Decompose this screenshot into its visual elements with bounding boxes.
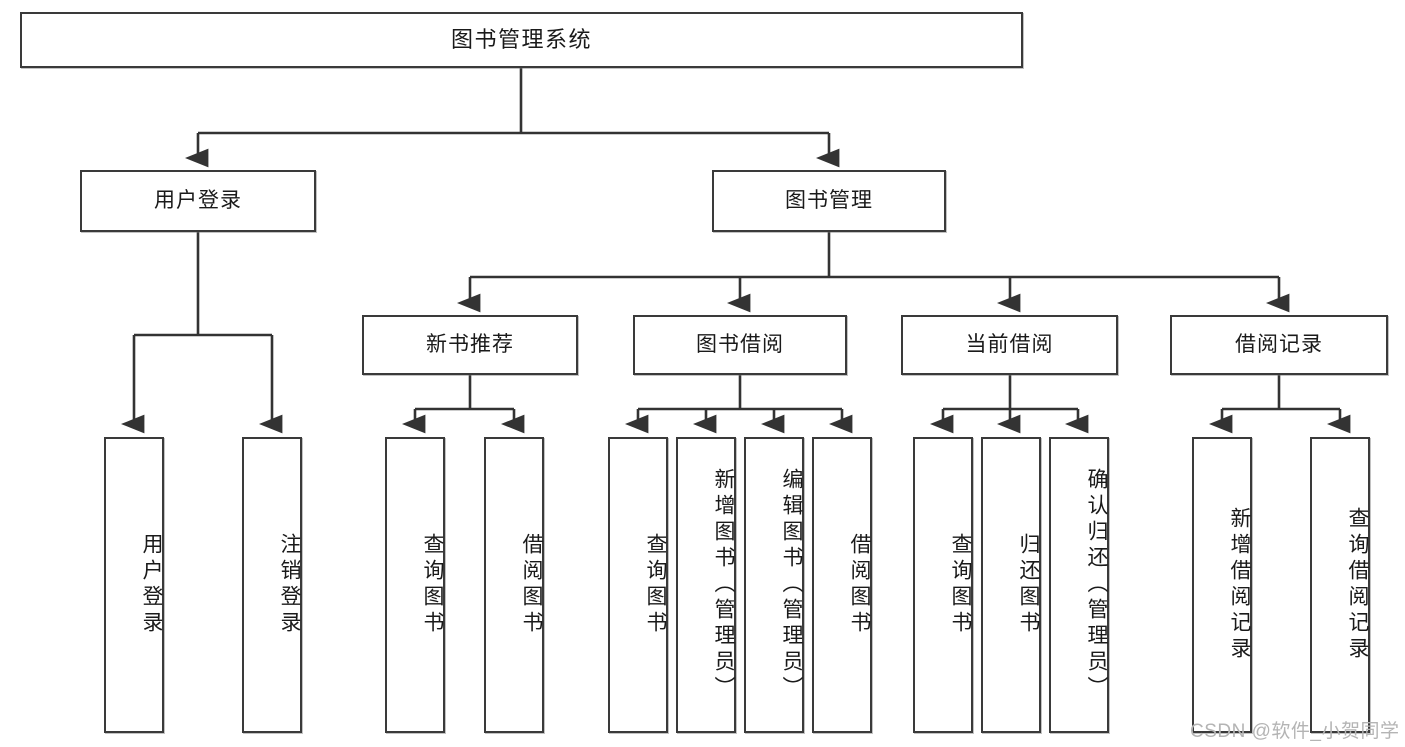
node-label: 当前借阅 [965, 333, 1054, 357]
leaf-borrow-query-book[interactable]: 查询图书 [608, 437, 668, 733]
node-label: 查询图书 [421, 533, 444, 637]
node-new-book-recommend[interactable]: 新书推荐 [362, 315, 578, 375]
leaf-current-confirm-return-admin[interactable]: 确认归还（管理员） [1049, 437, 1109, 733]
leaf-record-add-record[interactable]: 新增借阅记录 [1192, 437, 1252, 733]
node-label: 图书借阅 [696, 333, 784, 357]
leaf-borrow-borrow-book[interactable]: 借阅图书 [812, 437, 872, 733]
leaf-user-login-logout[interactable]: 注销登录 [242, 437, 302, 733]
node-book-borrow[interactable]: 图书借阅 [633, 315, 847, 375]
node-current-borrow[interactable]: 当前借阅 [901, 315, 1118, 375]
node-label: 借阅记录 [1235, 333, 1323, 357]
node-root-system[interactable]: 图书管理系统 [20, 12, 1023, 68]
node-label: 查询图书 [644, 533, 667, 637]
node-label: 用户登录 [154, 189, 242, 213]
node-user-login[interactable]: 用户登录 [80, 170, 316, 232]
node-label: 查询借阅记录 [1346, 507, 1369, 663]
node-label: 确认归还（管理员） [1085, 468, 1108, 702]
node-label: 编辑图书（管理员） [780, 468, 803, 702]
leaf-user-login-login[interactable]: 用户登录 [104, 437, 164, 733]
node-label: 借阅图书 [520, 533, 543, 637]
node-book-management[interactable]: 图书管理 [712, 170, 946, 232]
leaf-current-return-book[interactable]: 归还图书 [981, 437, 1041, 733]
node-borrow-record[interactable]: 借阅记录 [1170, 315, 1388, 375]
node-label: 借阅图书 [848, 533, 871, 637]
node-label: 查询图书 [949, 533, 972, 637]
node-label: 新书推荐 [426, 333, 514, 357]
node-label: 新增图书（管理员） [712, 468, 735, 702]
node-label: 用户登录 [140, 533, 163, 637]
node-label: 图书管理 [785, 189, 873, 213]
watermark-text: CSDN @软件_小贺同学 [1190, 721, 1400, 742]
node-label: 新增借阅记录 [1228, 507, 1251, 663]
leaf-current-query-book[interactable]: 查询图书 [913, 437, 973, 733]
leaf-borrow-edit-book-admin[interactable]: 编辑图书（管理员） [744, 437, 804, 733]
leaf-borrow-add-book-admin[interactable]: 新增图书（管理员） [676, 437, 736, 733]
node-label: 归还图书 [1017, 533, 1040, 637]
leaf-record-query-record[interactable]: 查询借阅记录 [1310, 437, 1370, 733]
leaf-recommend-borrow-book[interactable]: 借阅图书 [484, 437, 544, 733]
leaf-recommend-query-book[interactable]: 查询图书 [385, 437, 445, 733]
node-label: 注销登录 [278, 533, 301, 637]
node-label: 图书管理系统 [450, 26, 592, 52]
